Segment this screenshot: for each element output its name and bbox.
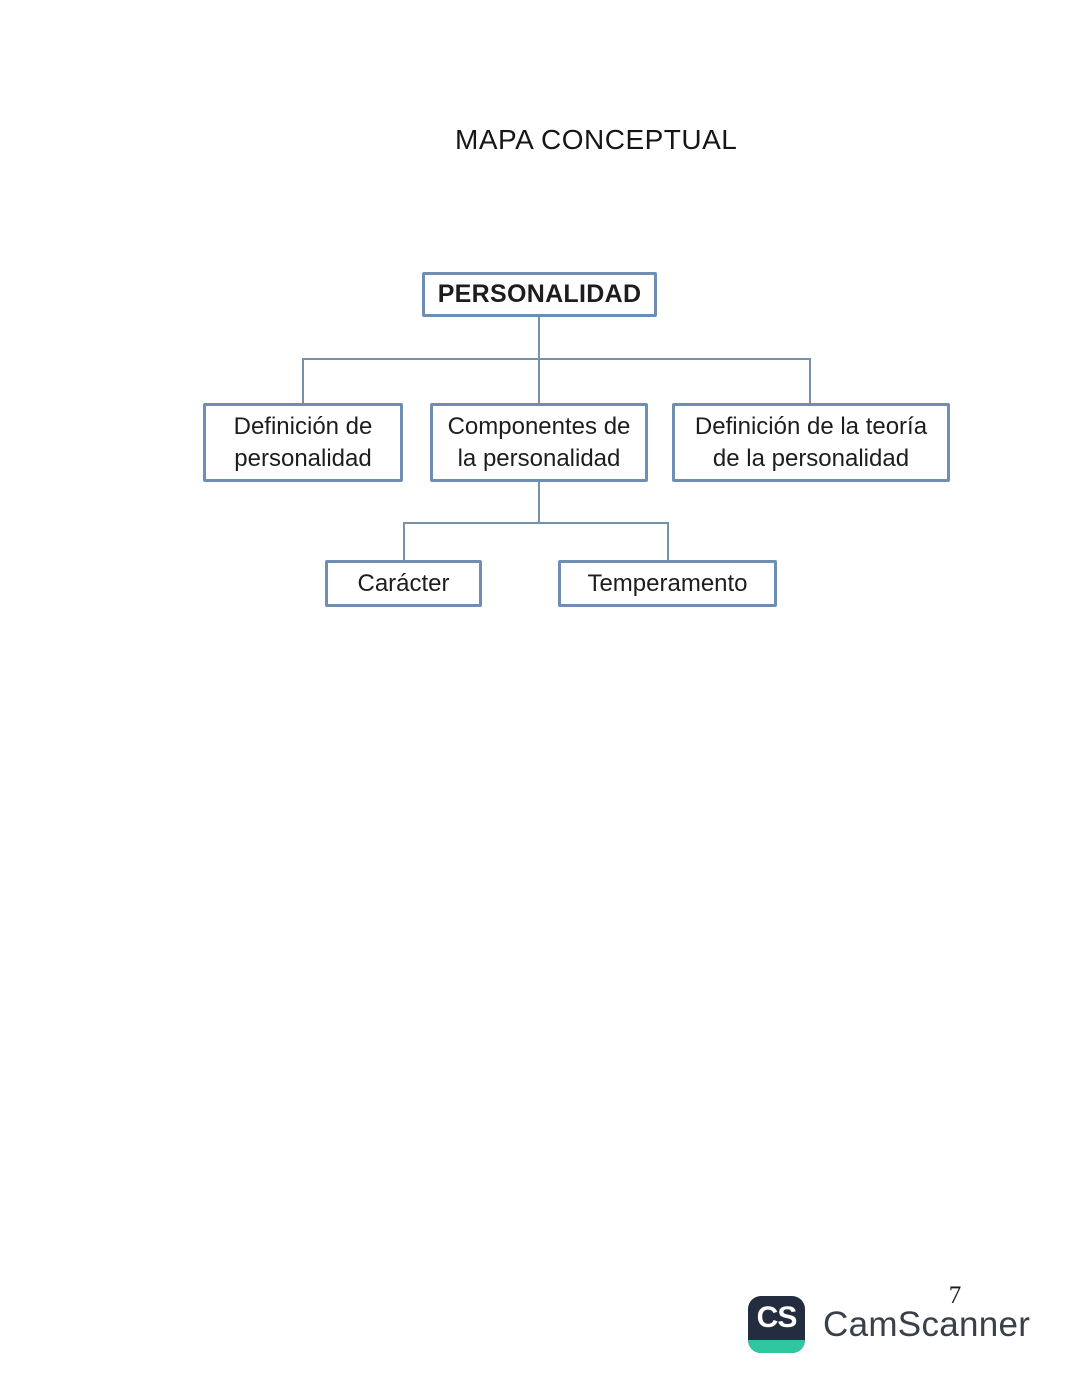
connector-level1-horizontal: [302, 358, 811, 360]
connector-componentes-down: [538, 482, 540, 523]
page-title: MAPA CONCEPTUAL: [455, 124, 738, 155]
node-caracter: Carácter: [325, 560, 482, 607]
camscanner-logo-initials: CS: [756, 1301, 798, 1334]
node-definicion-de-personalidad: Definición de personalidad: [203, 403, 403, 482]
node-definicion-de-la-teoria: Definición de la teoría de la personalid…: [672, 403, 950, 482]
camscanner-brand-text: CamScanner: [823, 1304, 1031, 1344]
node-componentes-de-la-personalidad: Componentes de la personalidad: [430, 403, 648, 482]
connector-level1-right: [809, 358, 811, 403]
connector-level2-left: [403, 522, 405, 561]
camscanner-logo-accent: [748, 1340, 805, 1353]
page-number: 7: [948, 1282, 962, 1309]
connector-root-down: [538, 317, 540, 359]
node-temperamento: Temperamento: [558, 560, 777, 607]
connector-level1-left: [302, 358, 304, 403]
camscanner-watermark: CS CamScanner: [748, 1296, 1030, 1353]
connector-level2-horizontal: [403, 522, 669, 524]
connector-level2-right: [667, 522, 669, 561]
camscanner-logo-icon: CS: [748, 1296, 805, 1353]
node-personalidad: PERSONALIDAD: [422, 272, 657, 317]
connector-level1-middle: [538, 358, 540, 403]
